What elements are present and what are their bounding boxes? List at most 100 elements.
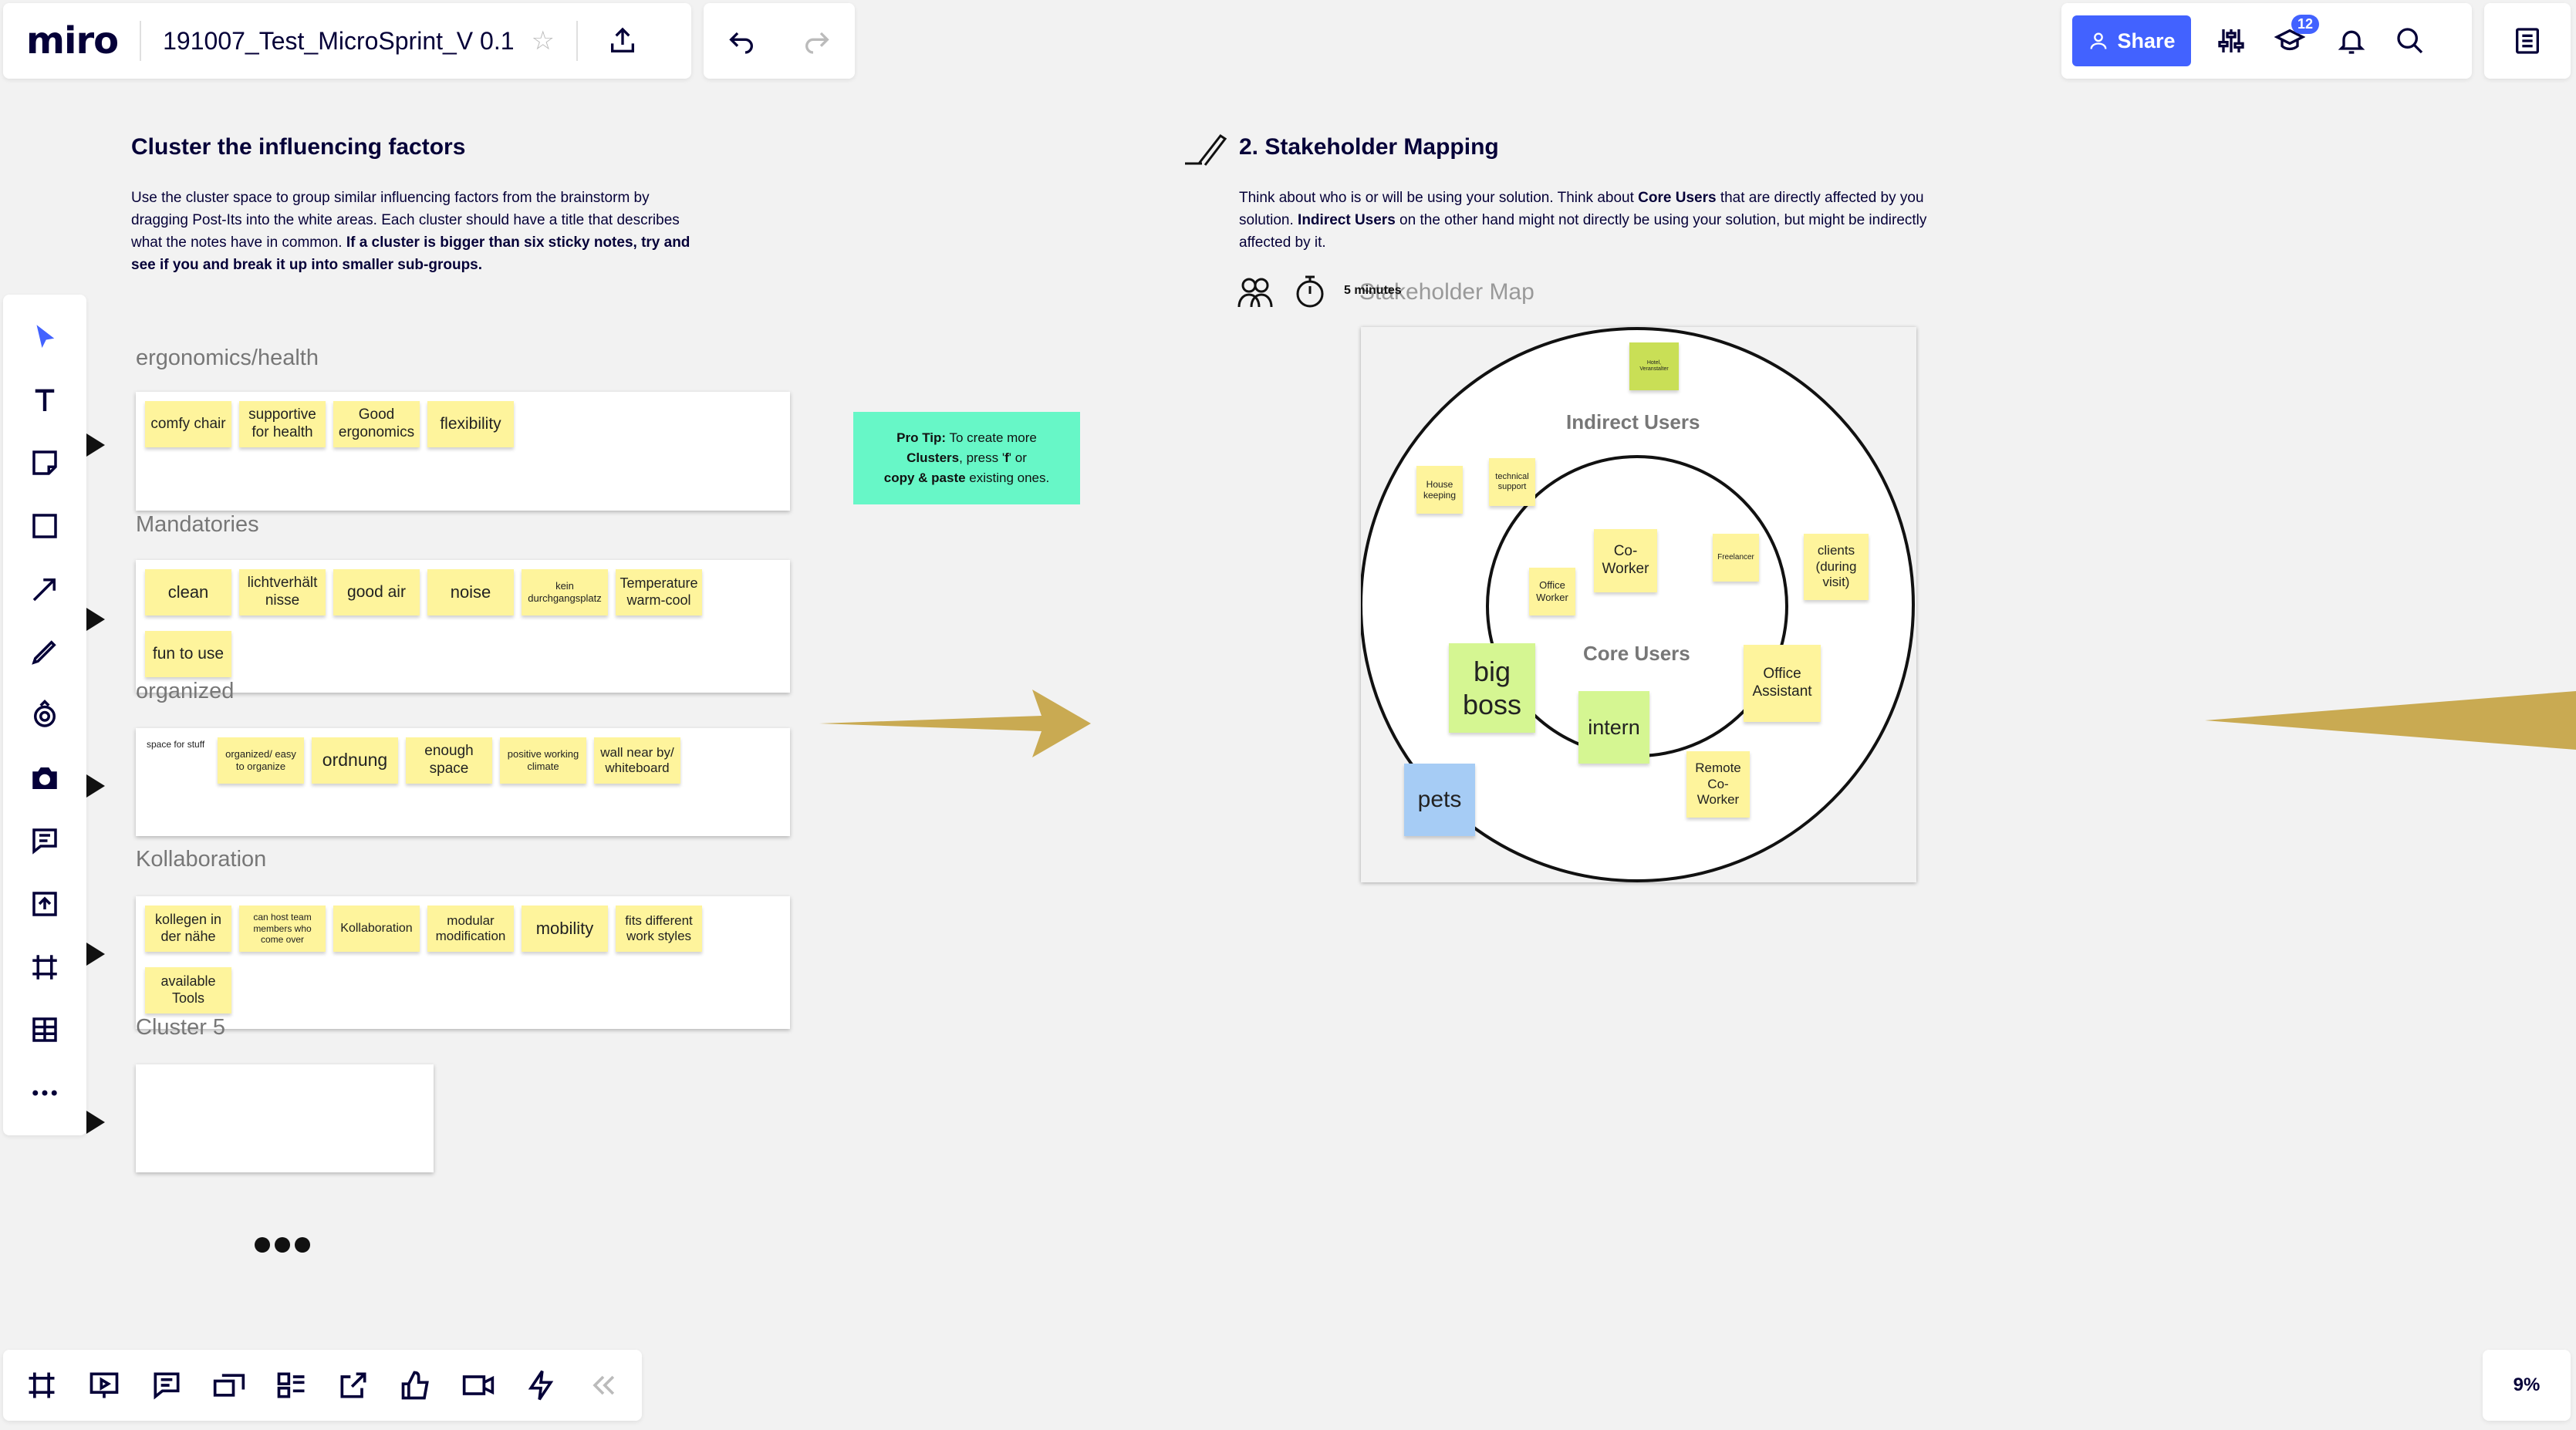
lightning-icon[interactable] (518, 1362, 564, 1408)
text-tool-icon[interactable] (22, 377, 68, 423)
cluster-title[interactable]: Kollaboration (136, 847, 267, 872)
camera-icon[interactable] (22, 755, 68, 801)
sticky-note[interactable]: Temperature warm-cool (616, 569, 702, 616)
play-icon[interactable] (86, 1111, 105, 1134)
play-icon[interactable] (86, 943, 105, 966)
share-screen-icon[interactable] (330, 1362, 376, 1408)
frame-icon[interactable] (22, 944, 68, 990)
sticky-note-icon[interactable] (22, 440, 68, 486)
sticky-note[interactable]: positive working climate (500, 737, 586, 784)
bell-icon[interactable] (2328, 18, 2375, 64)
line-arrow-icon[interactable] (22, 566, 68, 612)
sticky-note[interactable]: Kollaboration (333, 906, 420, 952)
cluster-area[interactable]: comfy chair supportive for health Good e… (136, 392, 790, 511)
sticky-note[interactable]: kollegen in der nähe (145, 906, 231, 952)
share-button[interactable]: Share (2072, 15, 2191, 66)
cluster-area[interactable] (136, 1064, 434, 1172)
sticky-note[interactable]: clean (145, 569, 231, 616)
description-text: that are directly affected by you soluti… (1239, 190, 1924, 228)
sticky-note[interactable]: technical support (1489, 458, 1535, 506)
sticky-note[interactable]: fun to use (145, 631, 231, 677)
sticky-note[interactable]: enough space (406, 737, 492, 784)
learning-hat-icon[interactable]: 12 (2267, 15, 2319, 64)
sticky-note[interactable]: clients (during visit) (1804, 534, 1869, 600)
sticky-note[interactable]: Good ergonomics (333, 401, 420, 447)
pro-tip-note[interactable]: Pro Tip: To create more Clusters, press … (853, 412, 1080, 504)
sticky-note[interactable]: ordnung (312, 737, 398, 784)
document-icon[interactable] (2504, 18, 2551, 64)
sticky-note[interactable]: lichtverhält nisse (239, 569, 326, 616)
cluster-title[interactable]: Cluster 5 (136, 1015, 226, 1040)
cluster-title[interactable]: Mandatories (136, 512, 259, 537)
sticky-note[interactable]: good air (333, 569, 420, 616)
undo-icon[interactable] (718, 18, 765, 64)
video-screens-icon[interactable] (206, 1362, 252, 1408)
sticky-note[interactable]: available Tools (145, 967, 231, 1013)
cluster-title[interactable]: organized (136, 679, 235, 703)
sticky-note[interactable]: Freelancer (1713, 534, 1759, 582)
select-cursor-icon[interactable] (22, 314, 68, 360)
play-icon[interactable] (86, 433, 105, 457)
floating-note-text[interactable]: space for stuff (147, 739, 205, 750)
sticky-note[interactable]: noise (427, 569, 514, 616)
more-tools-icon[interactable] (22, 1070, 68, 1116)
emoji-icon[interactable] (22, 692, 68, 738)
sticky-note[interactable]: Co-Worker (1594, 529, 1657, 592)
cluster-title[interactable]: ergonomics/health (136, 346, 319, 370)
indirect-users-label: Indirect Users (1566, 410, 1700, 433)
upload-icon[interactable] (22, 881, 68, 927)
table-icon[interactable] (22, 1007, 68, 1053)
sticky-note[interactable]: Office Worker (1529, 568, 1575, 616)
divider (576, 21, 578, 61)
sticky-note[interactable]: flexibility (427, 401, 514, 447)
cluster-area[interactable]: kollegen in der nähe can host team membe… (136, 896, 790, 1029)
export-icon[interactable] (599, 18, 646, 64)
stakeholder-map-frame[interactable]: Indirect Users Core Users Hotel, Veranst… (1361, 327, 1916, 882)
sticky-note[interactable]: supportive for health (239, 401, 326, 447)
pen-sketch-icon (1185, 133, 1227, 166)
sticky-note[interactable]: Remote Co-Worker (1686, 751, 1750, 818)
sticky-note[interactable]: big boss (1449, 643, 1535, 733)
sticky-note[interactable]: can host team members who come over (239, 906, 326, 952)
sticky-note[interactable]: wall near by/ whiteboard (594, 737, 680, 784)
thumbs-up-icon[interactable] (393, 1362, 439, 1408)
sticky-note[interactable]: House keeping (1416, 466, 1463, 514)
settings-sliders-icon[interactable] (2208, 18, 2254, 64)
board-title[interactable]: 191007_Test_MicroSprint_V 0.1 (163, 26, 515, 55)
sticky-note[interactable]: fits different work styles (616, 906, 702, 952)
sticky-note[interactable]: intern (1578, 691, 1649, 764)
star-icon[interactable]: ☆ (531, 26, 555, 56)
zoom-level[interactable]: 9% (2483, 1350, 2571, 1421)
sticky-note[interactable]: Office Assistant (1744, 645, 1821, 722)
protip-text: ' or (1008, 450, 1027, 465)
protip-text: To create more (946, 430, 1037, 445)
miro-logo[interactable]: miro (26, 19, 119, 62)
comment-icon[interactable] (22, 818, 68, 864)
presentation-icon[interactable] (81, 1362, 127, 1408)
cluster-area[interactable]: space for stuff organized/ easy to organ… (136, 728, 790, 836)
video-call-icon[interactable] (455, 1362, 501, 1408)
redo-icon[interactable] (794, 18, 840, 64)
pen-icon[interactable] (22, 629, 68, 675)
loading-dots (255, 1237, 310, 1253)
collapse-chevrons-icon[interactable] (580, 1362, 626, 1408)
sticky-note[interactable]: kein durchgangsplatz (522, 569, 608, 616)
sticky-note[interactable]: organized/ easy to organize (218, 737, 304, 784)
connector-arrow[interactable] (2205, 690, 2576, 751)
sticky-note[interactable]: modular modification (427, 906, 514, 952)
chat-icon[interactable] (143, 1362, 190, 1408)
cluster-area[interactable]: clean lichtverhält nisse good air noise … (136, 560, 790, 693)
frames-icon[interactable] (19, 1362, 65, 1408)
stopwatch-icon (1296, 275, 1324, 308)
sticky-note[interactable]: mobility (522, 906, 608, 952)
cards-icon[interactable] (268, 1362, 315, 1408)
search-icon[interactable] (2387, 18, 2433, 64)
shape-tool-icon[interactable] (22, 503, 68, 549)
sticky-note[interactable]: comfy chair (145, 401, 231, 447)
sticky-note[interactable]: pets (1404, 764, 1475, 836)
sticky-note[interactable]: Hotel, Veranstalter (1629, 342, 1679, 390)
play-icon[interactable] (86, 608, 105, 631)
protip-bold: Pro Tip: (896, 430, 947, 445)
connector-arrow[interactable] (818, 685, 1092, 762)
play-icon[interactable] (86, 774, 105, 798)
